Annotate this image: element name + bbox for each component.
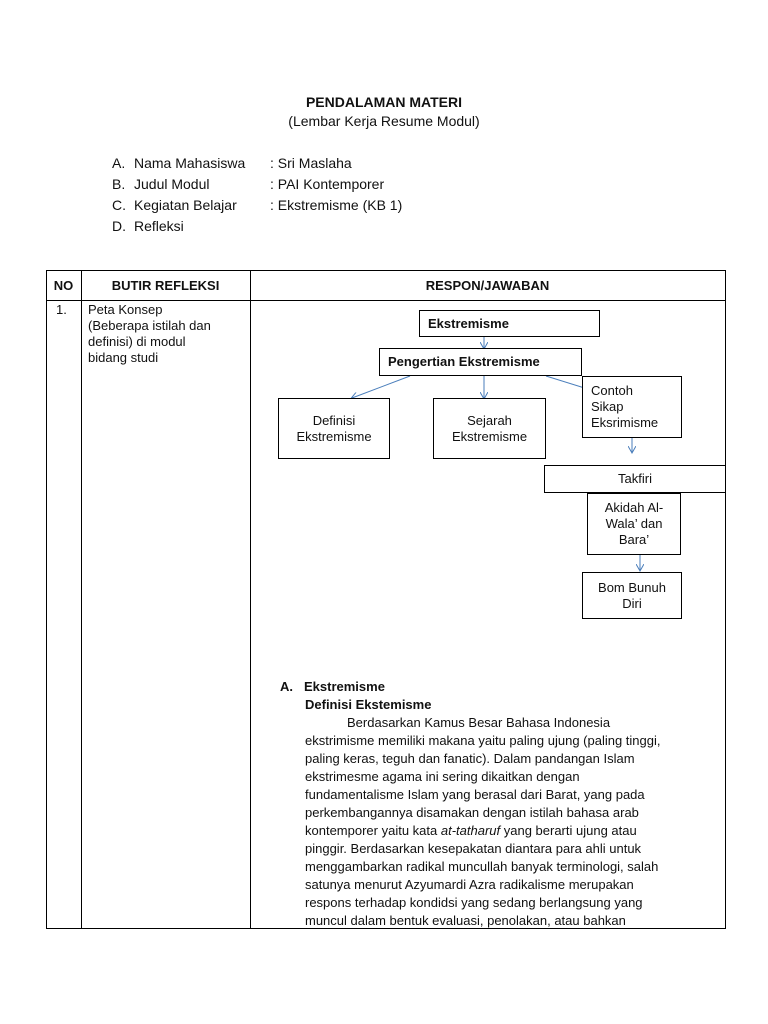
italic-term: at-tatharuf bbox=[440, 823, 501, 838]
meta-letter: D. bbox=[112, 218, 126, 234]
node-label: Pengertian Ekstremisme bbox=[388, 354, 540, 369]
table-border-left bbox=[46, 270, 47, 929]
node-label: Wala’ dan bbox=[605, 516, 663, 531]
node-label: Bom Bunuh bbox=[598, 579, 666, 595]
node-contoh: Contoh Sikap Eksrimisme bbox=[582, 376, 682, 438]
node-label: Takfiri bbox=[618, 471, 652, 486]
paragraph-line: muncul dalam bentuk evaluasi, penolakan,… bbox=[305, 913, 626, 928]
meta-value: : Sri Maslaha bbox=[270, 155, 352, 171]
meta-letter: A. bbox=[112, 155, 126, 171]
node-label: Contoh bbox=[591, 383, 633, 398]
paragraph-line: Berdasarkan Kamus Besar Bahasa Indonesia bbox=[347, 715, 611, 730]
table-border-bottom bbox=[46, 928, 726, 929]
node-label: Diri bbox=[622, 595, 642, 611]
page-subtitle: (Lembar Kerja Resume Modul) bbox=[288, 113, 480, 129]
table-border-right bbox=[725, 270, 726, 929]
paragraph-line: satunya menurut Azyumardi Azra radikalis… bbox=[305, 877, 634, 892]
node-label: Sikap bbox=[591, 399, 624, 414]
meta-letter: C. bbox=[112, 197, 126, 213]
node-takfiri: Takfiri bbox=[544, 465, 726, 493]
node-label: Ekstremisme bbox=[428, 315, 509, 331]
node-pengertian: Pengertian Ekstremisme bbox=[379, 348, 582, 376]
section-letter: A. bbox=[280, 679, 293, 694]
meta-label: Nama Mahasiswa bbox=[134, 155, 246, 171]
arrow-to-definisi bbox=[352, 375, 411, 398]
meta-label: Judul Modul bbox=[134, 176, 210, 192]
node-bom-bunuh-diri: Bom Bunuh Diri bbox=[582, 572, 682, 619]
section-heading: A. Ekstremisme bbox=[280, 678, 385, 696]
section-title: Ekstremisme bbox=[304, 679, 385, 694]
butir-line: bidang studi bbox=[88, 350, 159, 365]
node-akidah: Akidah Al- Wala’ dan Bara’ bbox=[587, 493, 681, 555]
node-definisi: Definisi Ekstremisme bbox=[278, 398, 390, 459]
section-subheading: Definisi Ekstemisme bbox=[305, 697, 432, 712]
paragraph-line: menggambarkan radikal muncullah banyak t… bbox=[305, 859, 659, 874]
paragraph-line: paling keras, teguh dan fanatic). Dalam … bbox=[305, 751, 635, 766]
table-header-divider bbox=[46, 300, 726, 301]
meta-label: Refleksi bbox=[134, 218, 184, 234]
table-border-top bbox=[46, 270, 726, 271]
node-label: Sejarah bbox=[467, 412, 512, 428]
row-number: 1. bbox=[56, 302, 67, 317]
node-label: Eksrimisme bbox=[591, 415, 659, 430]
table-col-divider-2 bbox=[250, 270, 251, 929]
header-no: NO bbox=[53, 277, 74, 293]
node-sejarah: Sejarah Ekstremisme bbox=[433, 398, 546, 459]
butir-line: definisi) di modul bbox=[88, 334, 186, 349]
paragraph-line: perkembangannya disamakan dengan istilah… bbox=[305, 805, 639, 820]
butir-line: (Beberapa istilah dan bbox=[88, 318, 211, 333]
line-text: kontemporer yaitu kata bbox=[305, 823, 441, 838]
node-ekstremisme: Ekstremisme bbox=[419, 310, 600, 337]
paragraph-line: kontemporer yaitu kata at-tatharuf yang … bbox=[305, 822, 725, 840]
paragraph-line: ekstrimisme memiliki makana yaitu paling… bbox=[305, 733, 661, 748]
meta-value: : PAI Kontemporer bbox=[270, 176, 385, 192]
paragraph-line: fundamentalisme Islam yang berasal dari … bbox=[305, 787, 645, 802]
node-label: Akidah Al- bbox=[604, 500, 664, 515]
paragraph-line: ekstrimesme agama ini sering dikaitkan d… bbox=[305, 769, 580, 784]
table-col-divider-1 bbox=[81, 270, 82, 929]
node-label: Ekstremisme bbox=[296, 428, 372, 444]
section-paragraph: Berdasarkan Kamus Besar Bahasa Indonesia… bbox=[305, 714, 725, 930]
page-title: PENDALAMAN MATERI bbox=[305, 94, 463, 110]
paragraph-line: respons terhadap kondidsi yang sedang be… bbox=[305, 895, 643, 910]
line-text: yang berarti ujung atau bbox=[500, 823, 637, 838]
meta-letter: B. bbox=[112, 176, 126, 192]
node-label: Definisi bbox=[312, 412, 356, 428]
row-butir-text: Peta Konsep (Beberapa istilah dan defini… bbox=[88, 302, 248, 366]
header-butir-refleksi: BUTIR REFLEKSI bbox=[111, 277, 220, 293]
meta-value: : Ekstremisme (KB 1) bbox=[270, 197, 403, 213]
meta-label: Kegiatan Belajar bbox=[134, 197, 237, 213]
paragraph-line: pinggir. Berdasarkan kesepakatan diantar… bbox=[305, 841, 642, 856]
butir-line: Peta Konsep bbox=[88, 302, 163, 317]
node-label: Ekstremisme bbox=[451, 428, 528, 444]
header-respon-jawaban: RESPON/JAWABAN bbox=[425, 277, 550, 293]
node-label: Bara’ bbox=[618, 532, 650, 547]
